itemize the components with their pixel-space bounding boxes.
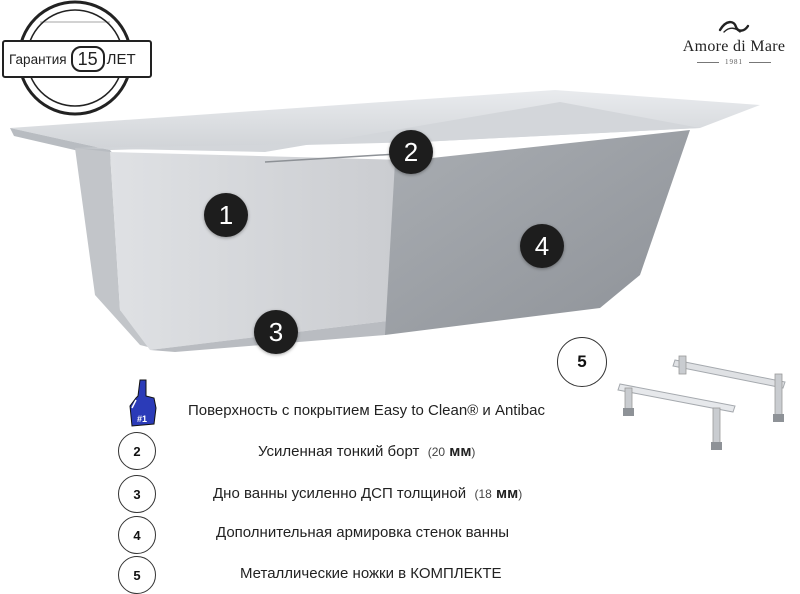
warranty-years: 15	[70, 46, 105, 72]
brand-year: 1981	[725, 58, 743, 66]
wave-logo-icon	[718, 20, 750, 33]
divider	[749, 61, 771, 63]
warranty-label: Гарантия	[9, 51, 67, 67]
divider	[697, 61, 719, 63]
marker-3: 3	[254, 310, 298, 354]
marker-1: 1	[204, 193, 248, 237]
feature-2-paren-close: )	[471, 445, 476, 459]
feature-4-badge: 4	[118, 516, 156, 554]
warranty-unit: ЛЕТ	[106, 50, 136, 68]
feature-2-value: 20	[431, 445, 446, 459]
feature-4-text: Дополнительная армировка стенок ванны	[216, 524, 510, 541]
brand-logo: Amore di Mare 1981	[668, 18, 800, 66]
feature-5-text: Металлические ножки в КОМПЛЕКТЕ	[240, 565, 502, 582]
marker-4: 4	[520, 224, 564, 268]
foam-finger-number-one-icon: #1	[129, 379, 157, 427]
metal-legs-image	[617, 355, 786, 450]
feature-3-paren-open: (	[474, 487, 479, 501]
feature-3-badge: 3	[118, 475, 156, 513]
feature-2-unit: мм	[449, 443, 472, 460]
brand-year-row: 1981	[668, 58, 800, 66]
warranty-stamp: Гарантия 15 ЛЕТ	[0, 0, 160, 120]
feature-3-label: Дно ванны усиленно ДСП толщиной	[213, 485, 467, 502]
feature-2-badge: 2	[118, 432, 156, 470]
svg-text:#1: #1	[137, 414, 147, 424]
warranty-band: Гарантия 15 ЛЕТ	[2, 40, 152, 78]
feature-3-text: Дно ванны усиленно ДСП толщиной (18 мм)	[213, 485, 522, 502]
legs-badge: 5	[557, 337, 607, 387]
feature-2-label: Усиленная тонкий борт	[258, 443, 420, 460]
marker-2: 2	[389, 130, 433, 174]
feature-3-unit: мм	[496, 485, 519, 502]
feature-3-paren-close: )	[518, 487, 523, 501]
feature-5-badge: 5	[118, 556, 156, 594]
feature-3-value: 18	[478, 487, 492, 501]
bathtub-image	[10, 90, 760, 352]
feature-1-text: Поверхность с покрытием Easy to Clean® и…	[188, 402, 545, 419]
feature-2-paren-open: (	[427, 445, 432, 459]
brand-name: Amore di Mare	[682, 38, 786, 55]
feature-2-text: Усиленная тонкий борт (20 мм)	[258, 443, 475, 460]
